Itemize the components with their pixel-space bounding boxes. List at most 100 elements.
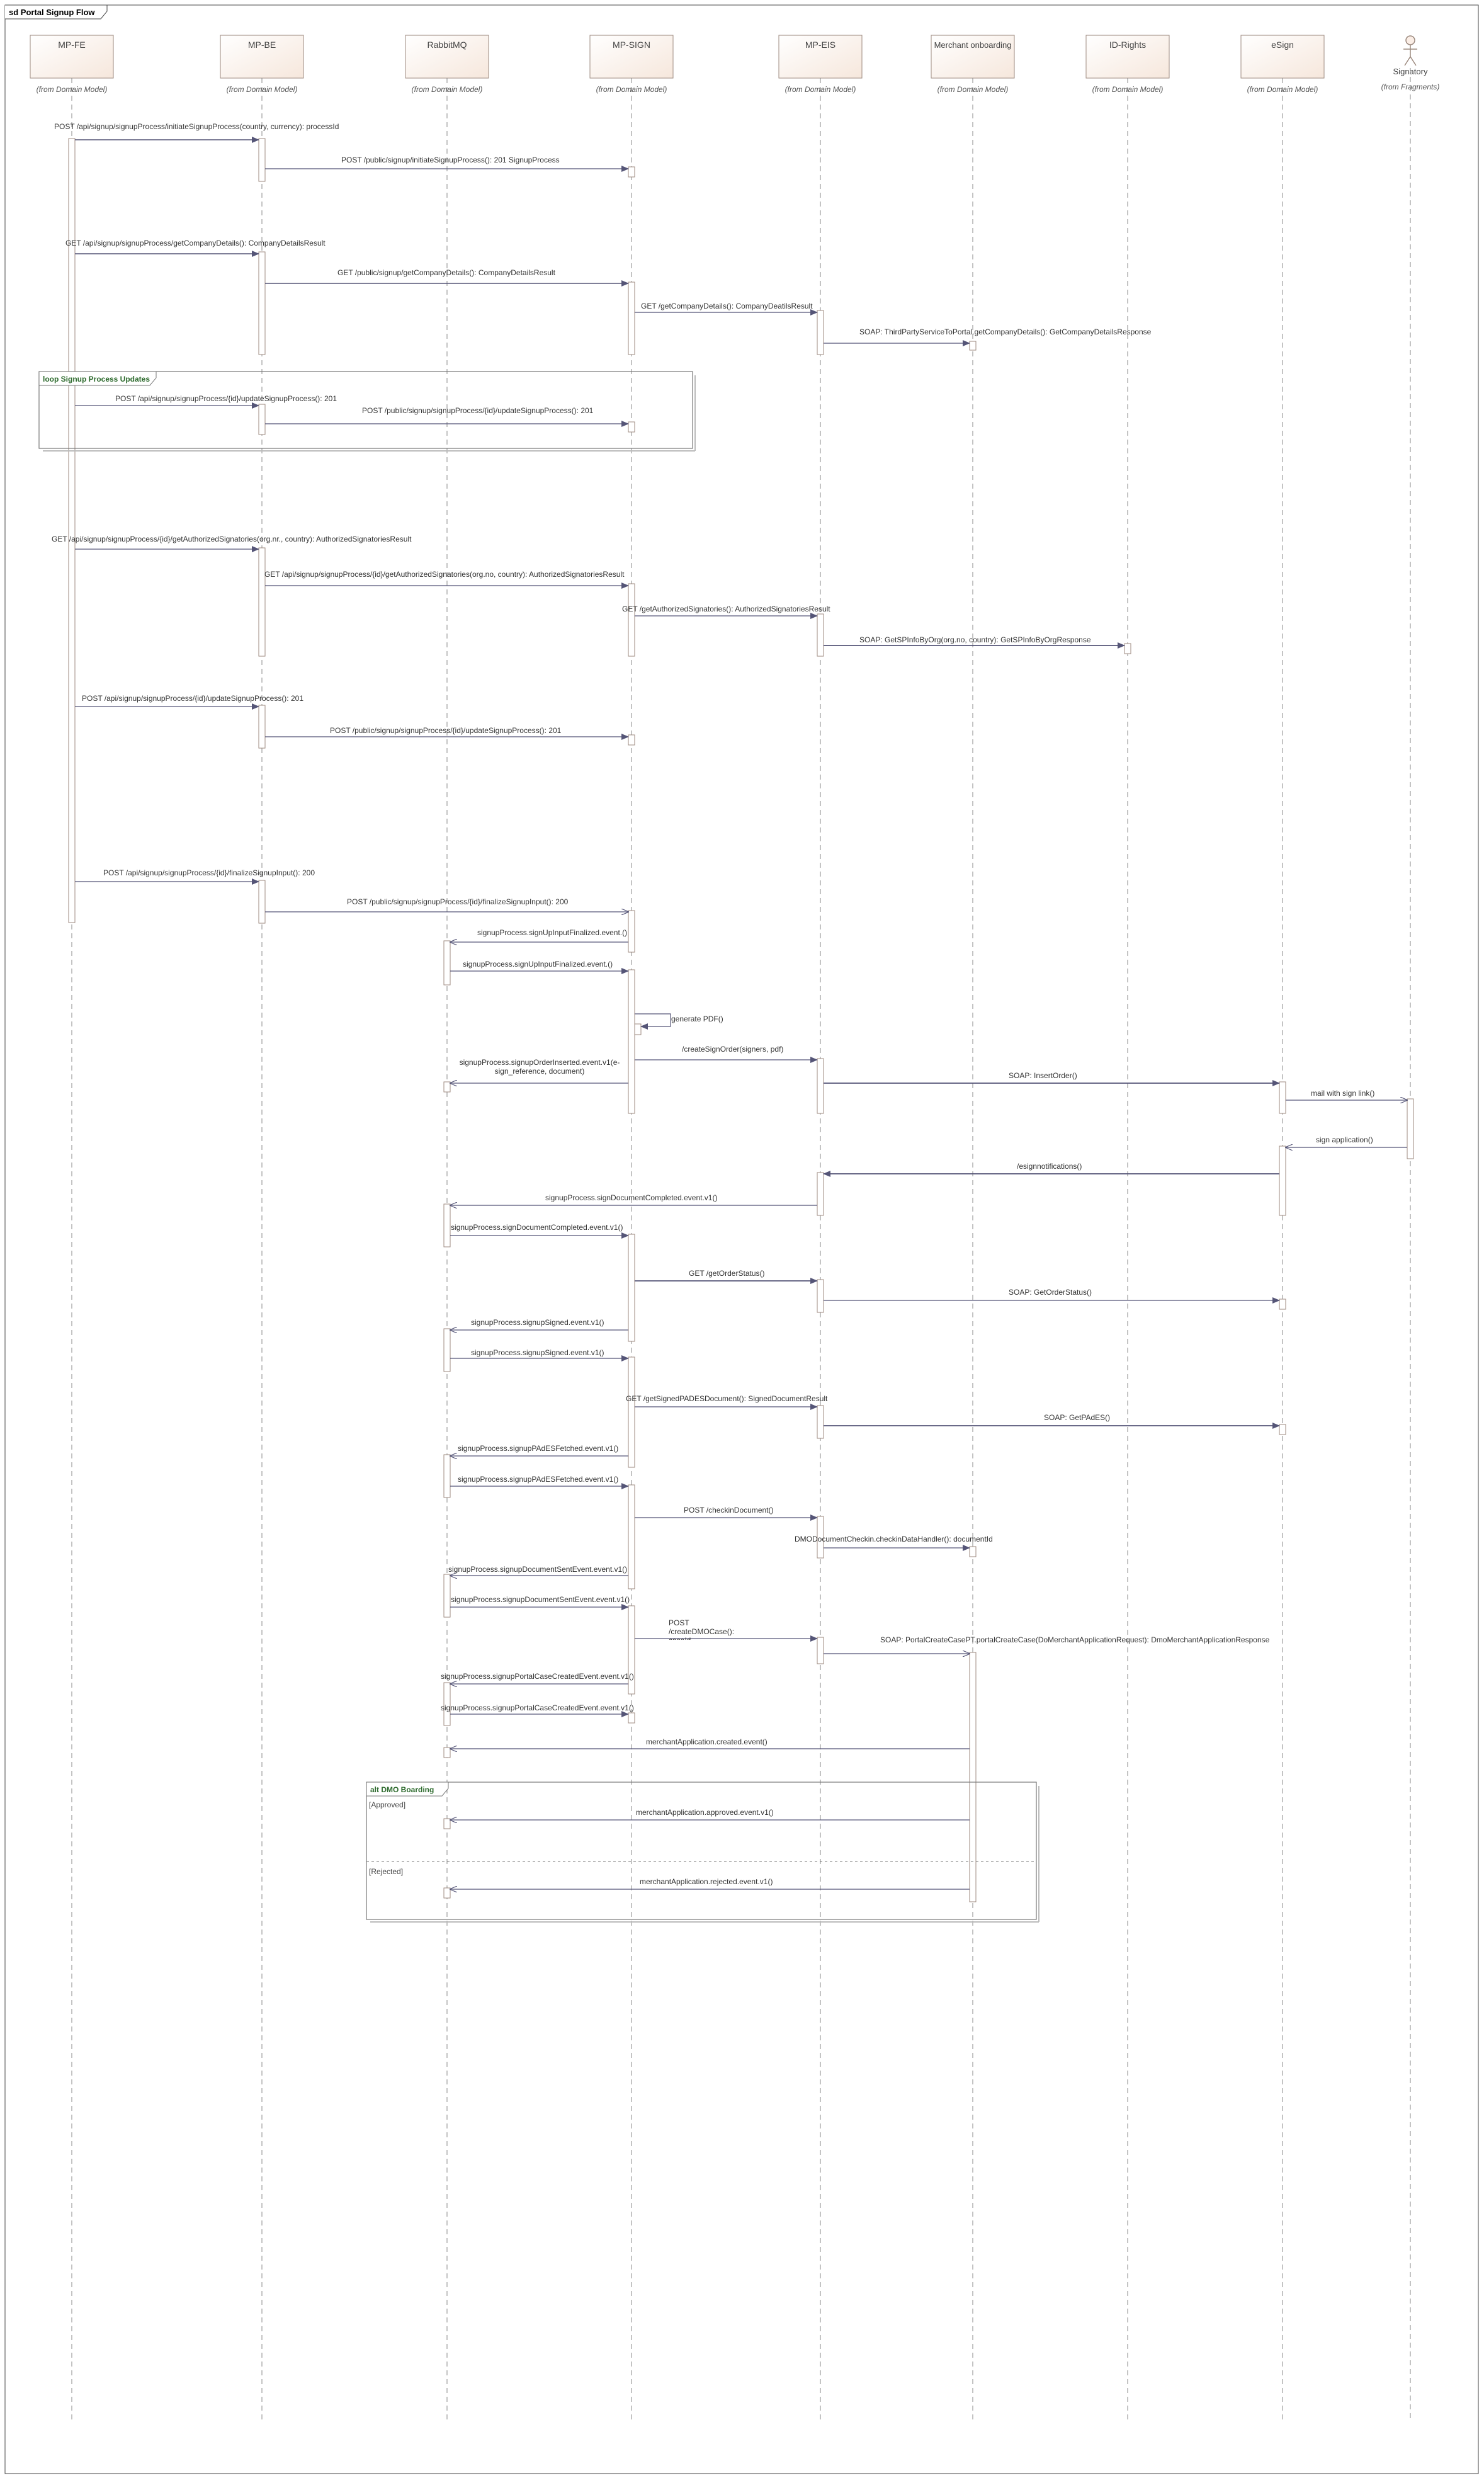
message-label: signupProcess.signupSigned.event.v1() xyxy=(471,1348,604,1357)
activation-bar xyxy=(628,583,635,657)
actor-icon xyxy=(1403,35,1417,66)
activation-bar xyxy=(817,1516,824,1559)
activation-bar xyxy=(969,1652,977,1902)
message: signupProcess.signupPortalCaseCreatedEve… xyxy=(441,1672,634,1684)
message-label: SOAP: ThirdPartyServiceToPortal.getCompa… xyxy=(859,327,1152,336)
message: signupProcess.signupPAdESFetched.event.v… xyxy=(450,1444,628,1456)
participant-id-rights: ID-Rights (from Domain Model) xyxy=(1085,35,1170,94)
message-label: POST /public/signup/signupProcess/{id}/u… xyxy=(362,406,594,415)
participant-name: ID-Rights xyxy=(1109,40,1146,50)
message: generate PDF() xyxy=(635,1013,723,1030)
message: mail with sign link() xyxy=(1286,1089,1407,1100)
message: POST /public/signup/signupProcess/{id}/f… xyxy=(265,897,628,912)
activation-bar xyxy=(1279,1299,1286,1310)
message: POST /public/signup/signupProcess/{id}/u… xyxy=(265,406,629,427)
message-label: POST /api/signup/signupProcess/initiateS… xyxy=(54,122,339,131)
fragment-alt-dmo-boarding: alt DMO Boarding [Approved] [Rejected] xyxy=(366,1782,1039,1923)
message-label: GET /getCompanyDetails(): CompanyDeatils… xyxy=(641,302,813,310)
message: GET /api/signup/signupProcess/getCompany… xyxy=(65,239,326,257)
activation-bar xyxy=(1279,1081,1286,1114)
activation-bar xyxy=(969,341,977,351)
message: signupProcess.signupDocumentSentEvent.ev… xyxy=(448,1565,628,1576)
message: GET /public/signup/getCompanyDetails(): … xyxy=(265,268,629,287)
message: sign application() xyxy=(1286,1135,1407,1147)
participant-merchant-onboarding: Merchant onboarding (from Domain Model) xyxy=(931,35,1015,94)
activation-bar xyxy=(628,1356,635,1468)
message: GET /getOrderStatus() xyxy=(635,1269,818,1284)
message-label: GET /api/signup/signupProcess/{id}/getAu… xyxy=(264,570,625,579)
message-label: signupProcess.signupPAdESFetched.event.v… xyxy=(458,1475,618,1484)
message: DMODocumentCheckin.checkinDataHandler():… xyxy=(795,1535,993,1551)
message-label: signupProcess.signDocumentCompleted.even… xyxy=(545,1193,717,1202)
fragment-label: alt DMO Boarding xyxy=(370,1785,434,1794)
activation-bar xyxy=(628,1712,635,1724)
message: merchantApplication.approved.event.v1() xyxy=(450,1808,970,1820)
activation-bar xyxy=(258,880,266,924)
activation-bar xyxy=(817,1279,824,1313)
activation-bar xyxy=(443,1574,451,1618)
activation-bar xyxy=(443,1747,451,1758)
message-label: sign application() xyxy=(1316,1135,1373,1144)
message-label: mail with sign link() xyxy=(1311,1089,1374,1098)
message-label: GET /getAuthorizedSignatories(): Authori… xyxy=(622,605,830,613)
message-label: signupProcess.signupPAdESFetched.event.v… xyxy=(458,1444,618,1453)
participant-esign: eSign (from Domain Model) xyxy=(1240,35,1325,94)
participant-name: MP-FE xyxy=(58,40,86,50)
message-label: signupProcess.signupPortalCaseCreatedEve… xyxy=(441,1672,634,1681)
message-label: POST /public/signup/signupProcess/{id}/f… xyxy=(347,897,569,906)
activation-bar xyxy=(1407,1098,1414,1159)
activation-bar xyxy=(817,1405,824,1439)
message-label: /esignnotifications() xyxy=(1017,1162,1082,1171)
activation-bar xyxy=(443,1454,451,1498)
message-label: GET /public/signup/getCompanyDetails(): … xyxy=(337,268,556,277)
activation-bar xyxy=(443,1887,451,1899)
activation-bar xyxy=(628,910,635,953)
message: SOAP: GetSPInfoByOrg(org.no, country): G… xyxy=(824,635,1125,649)
activation-bar xyxy=(628,421,635,433)
message-label: POST /api/signup/signupProcess/{id}/upda… xyxy=(115,394,337,403)
participant-name: MP-SIGN xyxy=(613,40,650,50)
message-label: SOAP: GetSPInfoByOrg(org.no, country): G… xyxy=(859,635,1091,644)
message: GET /getSignedPADESDocument(): SignedDoc… xyxy=(626,1394,828,1410)
message-label: merchantApplication.rejected.event.v1() xyxy=(640,1877,773,1886)
diagram-title-tab xyxy=(5,4,108,20)
activation-bar xyxy=(443,940,451,986)
participant-mp-sign: MP-SIGN (from Domain Model) xyxy=(589,35,674,94)
message-label: /createSignOrder(signers, pdf) xyxy=(682,1045,783,1054)
activation-bar xyxy=(258,251,266,355)
activation-bar xyxy=(628,1605,635,1695)
message: signupProcess.signupSigned.event.v1() xyxy=(450,1318,628,1330)
activation-bar xyxy=(258,404,266,435)
activation-bar xyxy=(443,1328,451,1372)
fragment-guard-approved: [Approved] xyxy=(369,1800,405,1809)
message-label: DMODocumentCheckin.checkinDataHandler():… xyxy=(795,1535,993,1543)
messages: POST /api/signup/signupProcess/initiateS… xyxy=(52,122,1407,1889)
message: SOAP: GetPAdES() xyxy=(824,1413,1280,1429)
activation-bar xyxy=(258,547,266,657)
message-label: POST /public/signup/signupProcess/{id}/u… xyxy=(330,726,562,735)
message-label: POST /api/signup/signupProcess/{id}/fina… xyxy=(103,868,315,877)
activation-bar xyxy=(443,1203,451,1248)
activation-bar xyxy=(258,138,266,182)
message: SOAP: InsertOrder() xyxy=(824,1071,1280,1086)
message-label: SOAP: GetPAdES() xyxy=(1044,1413,1110,1422)
message: POST /createDMOCase(): caseId xyxy=(635,1618,818,1642)
message: signupProcess.signUpInputFinalized.event… xyxy=(450,928,628,942)
message-label: signupProcess.signUpInputFinalized.event… xyxy=(463,960,613,969)
participant-mp-be: MP-BE (from Domain Model) xyxy=(220,35,304,94)
message-label: POST /api/signup/signupProcess/{id}/upda… xyxy=(82,694,303,703)
message: POST /api/signup/signupProcess/{id}/upda… xyxy=(75,694,303,710)
message-label: GET /api/signup/signupProcess/{id}/getAu… xyxy=(52,535,412,543)
activation-bar xyxy=(258,705,266,749)
message: signupProcess.signupPAdESFetched.event.v… xyxy=(450,1475,629,1489)
message-label: POST /checkinDocument() xyxy=(684,1506,774,1515)
message: signupProcess.signupPortalCaseCreatedEve… xyxy=(441,1703,634,1717)
message: SOAP: ThirdPartyServiceToPortal.getCompa… xyxy=(824,327,1152,346)
message: merchantApplication.rejected.event.v1() xyxy=(450,1877,970,1889)
message-label: POST /createDMOCase(): caseId xyxy=(669,1618,735,1640)
activation-bar xyxy=(628,969,635,1114)
message: /createSignOrder(signers, pdf) xyxy=(635,1045,818,1063)
message: POST /api/signup/signupProcess/initiateS… xyxy=(54,122,339,143)
message-label: signupProcess.signupDocumentSentEvent.ev… xyxy=(448,1565,627,1574)
